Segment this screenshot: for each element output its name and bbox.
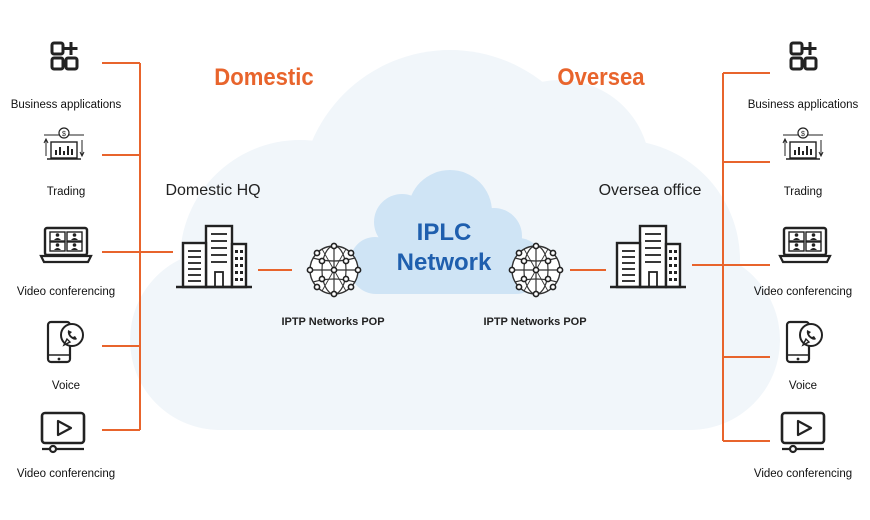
network-title: IPLC Network [397,218,492,278]
domestic-app-label: Video conferencing [16,286,116,298]
video-call-laptop-icon [39,226,93,264]
oversea-connector [570,72,770,442]
video-play-icon [780,411,826,454]
network-title-line2: Network [396,249,492,276]
oversea-app-label: Business applications [747,99,859,111]
phone-call-icon [46,320,85,364]
apps-grid-icon [789,40,818,71]
domestic-pop-label: IPTP Networks POP [281,316,385,328]
domestic-app-label: Business applications [10,99,122,111]
phone-call-icon [785,320,824,364]
oversea-office-label: Oversea office [598,182,702,199]
domestic-pop-globe-icon [306,242,362,298]
oversea-app-label: Voice [788,380,818,392]
apps-grid-icon [50,40,79,71]
oversea-app-label: Video conferencing [753,468,853,480]
oversea-pop-label: IPTP Networks POP [483,316,587,328]
network-title-line1: IPLC [416,219,472,246]
domestic-app-label: Voice [51,380,81,392]
trading-laptop-icon [43,127,85,160]
oversea-pop-globe-icon [508,242,564,298]
domestic-app-label: Video conferencing [16,468,116,480]
video-play-icon [40,411,86,454]
domestic-heading: Domestic [214,64,314,91]
domestic-hq-label: Domestic HQ [165,182,261,199]
oversea-app-label: Trading [783,186,823,198]
iplc-network-cloud [350,170,544,294]
oversea-app-label: Video conferencing [753,286,853,298]
video-call-laptop-icon [778,226,832,264]
domestic-connector [102,62,292,431]
domestic-app-label: Trading [46,186,86,198]
trading-laptop-icon [782,127,824,160]
oversea-heading: Oversea [557,64,645,91]
